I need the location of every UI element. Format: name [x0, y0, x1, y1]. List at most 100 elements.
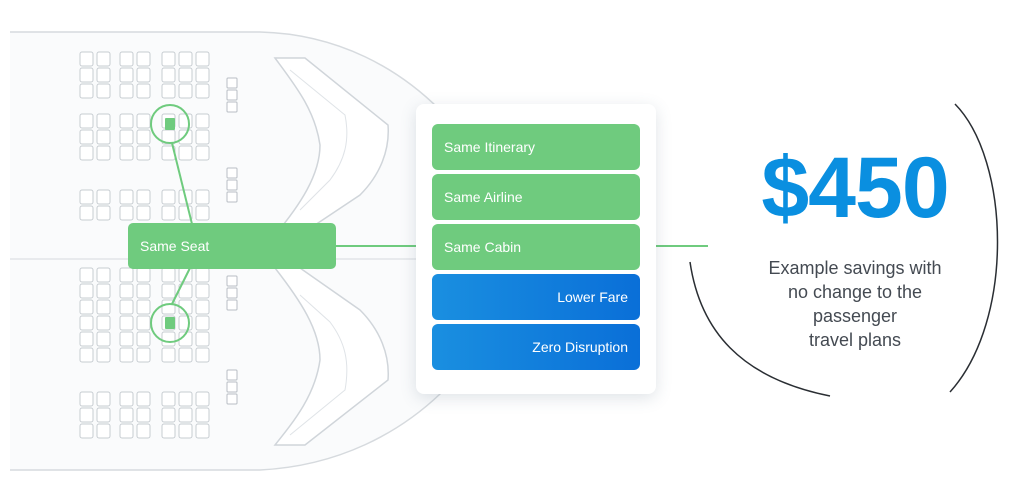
- card-same-airline: Same Airline: [432, 174, 640, 220]
- exit-markers: [226, 77, 238, 405]
- highlight-ring-upper: [150, 104, 190, 144]
- seat: [96, 51, 111, 67]
- seat: [119, 129, 134, 145]
- seat: [161, 283, 176, 299]
- seat: [96, 315, 111, 331]
- seat: [119, 283, 134, 299]
- upper-wing-inner: [289, 69, 348, 211]
- seat: [136, 391, 151, 407]
- seat: [136, 267, 151, 283]
- seat: [79, 129, 94, 145]
- same-seat-text: Same Seat: [140, 238, 210, 254]
- seat: [136, 407, 151, 423]
- seat: [119, 205, 134, 221]
- seat: [195, 113, 210, 129]
- seat: [136, 67, 151, 83]
- seat: [136, 129, 151, 145]
- seat: [119, 331, 134, 347]
- seat: [161, 51, 176, 67]
- seat: [96, 113, 111, 129]
- seat: [119, 315, 134, 331]
- seat: [195, 83, 210, 99]
- seat: [79, 423, 94, 439]
- seat: [119, 83, 134, 99]
- savings-arc-right: [949, 103, 999, 393]
- seat: [96, 145, 111, 161]
- savings-caption-line: passenger: [812, 306, 898, 326]
- connector-lower-seat: [171, 267, 191, 305]
- seat: [96, 347, 111, 363]
- seat: [96, 189, 111, 205]
- seat: [195, 407, 210, 423]
- seat: [119, 267, 134, 283]
- seat: [79, 83, 94, 99]
- seat: [161, 189, 176, 205]
- seat: [195, 299, 210, 315]
- seat: [96, 83, 111, 99]
- seat: [79, 391, 94, 407]
- lower-wing-inner: [289, 294, 348, 436]
- seat: [79, 145, 94, 161]
- card-same-itinerary: Same Itinerary: [432, 124, 640, 170]
- lower-wing-shape: [273, 267, 389, 446]
- seat: [119, 51, 134, 67]
- seat: [79, 347, 94, 363]
- savings-caption-line: no change to the: [787, 282, 923, 302]
- seat: [79, 315, 94, 331]
- exit-marker: [226, 89, 238, 101]
- seat: [178, 83, 193, 99]
- seat: [119, 299, 134, 315]
- seat: [178, 347, 193, 363]
- exit-marker: [226, 191, 238, 203]
- seat: [136, 283, 151, 299]
- seat: [96, 391, 111, 407]
- seat: [79, 189, 94, 205]
- seat: [161, 205, 176, 221]
- seat: [96, 407, 111, 423]
- card-same-cabin: Same Cabin: [432, 224, 640, 270]
- seat: [178, 145, 193, 161]
- seat: [136, 347, 151, 363]
- seat: [195, 51, 210, 67]
- seat: [195, 283, 210, 299]
- seat: [79, 283, 94, 299]
- seat: [136, 315, 151, 331]
- seat: [178, 113, 193, 129]
- seat: [136, 423, 151, 439]
- savings-amount: $450: [761, 140, 949, 236]
- seat: [195, 391, 210, 407]
- seat: [161, 347, 176, 363]
- seat: [119, 347, 134, 363]
- seat: [161, 67, 176, 83]
- seat: [96, 129, 111, 145]
- seat: [136, 51, 151, 67]
- highlight-seat-lower: [165, 317, 175, 329]
- seat: [178, 51, 193, 67]
- seat: [161, 407, 176, 423]
- seat: [79, 205, 94, 221]
- seat: [96, 67, 111, 83]
- exit-marker: [226, 381, 238, 393]
- exit-marker: [226, 287, 238, 299]
- seat: [178, 423, 193, 439]
- savings-caption-line: Example savings with: [768, 258, 942, 278]
- seat: [119, 67, 134, 83]
- seat: [119, 189, 134, 205]
- card-label: Same Itinerary: [444, 139, 536, 155]
- card-label: Same Cabin: [444, 239, 522, 255]
- seat: [79, 299, 94, 315]
- seat: [161, 267, 176, 283]
- seat: [136, 331, 151, 347]
- seat: [161, 331, 176, 347]
- seat: [79, 51, 94, 67]
- seat: [96, 299, 111, 315]
- exit-marker: [226, 179, 238, 191]
- card-lower-fare: Lower Fare: [432, 274, 640, 320]
- seat: [96, 331, 111, 347]
- seat: [161, 83, 176, 99]
- seat: [136, 113, 151, 129]
- seat: [96, 423, 111, 439]
- seat: [195, 145, 210, 161]
- seat: [178, 407, 193, 423]
